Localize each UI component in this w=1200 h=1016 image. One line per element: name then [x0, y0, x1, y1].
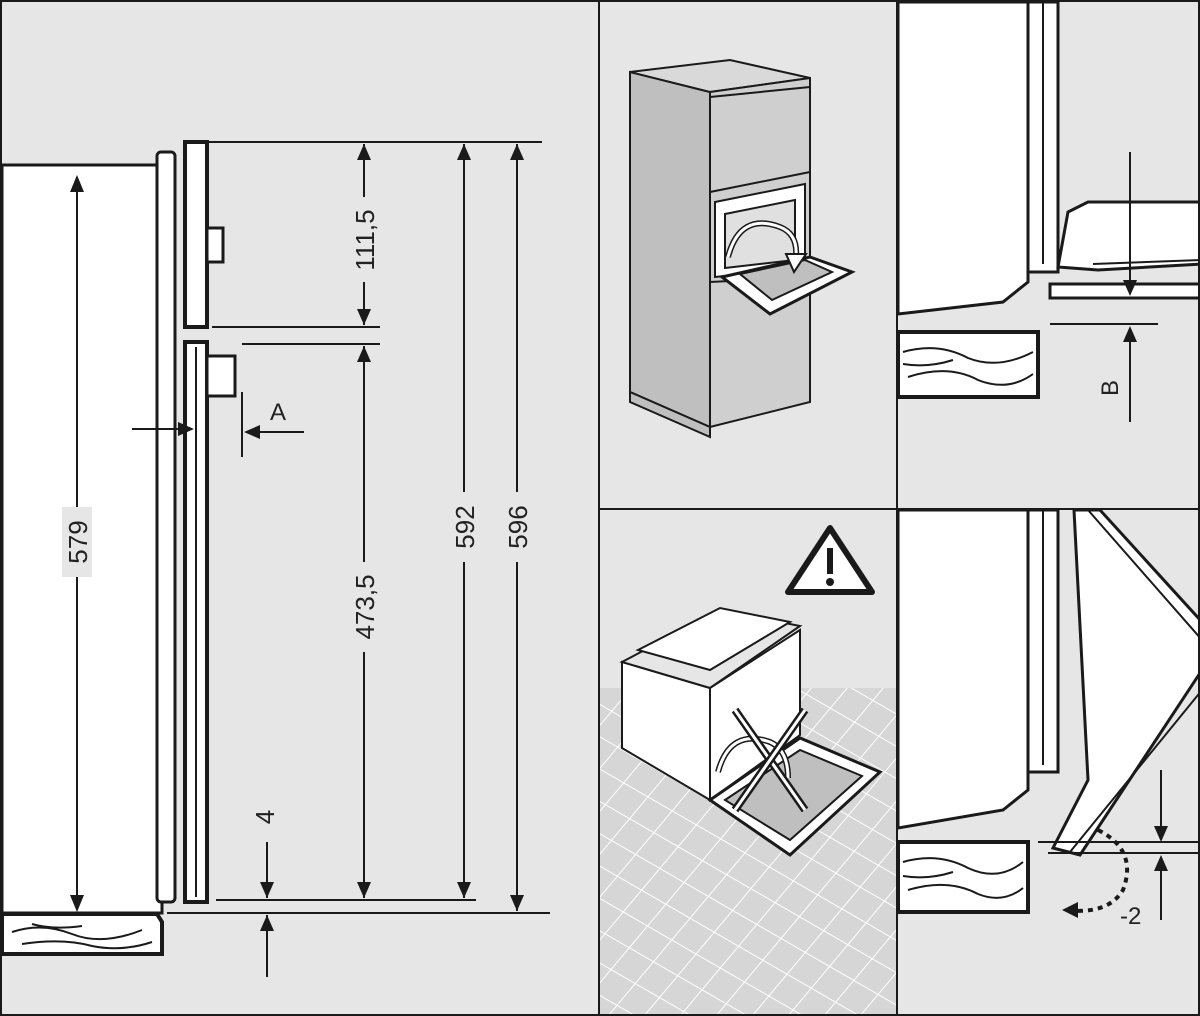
- wood-floor-left: [2, 912, 164, 956]
- tall-cabinet-drawing: [629, 58, 856, 439]
- top-control-panel: [183, 140, 209, 329]
- dim-111-5: 111,5: [350, 209, 380, 270]
- warning-panel: [598, 508, 898, 1016]
- main-dimension-panel: A 579 111,5 473,5 592: [0, 0, 600, 1016]
- gap-detail-top-panel: B: [896, 0, 1200, 510]
- dim-473-5: 473,5: [350, 574, 380, 639]
- gap-detail-bottom-panel: -2: [896, 508, 1200, 1016]
- tall-cabinet-panel: [598, 0, 898, 510]
- label-minus-2: -2: [1120, 903, 1141, 930]
- dim-579: 579: [63, 520, 93, 563]
- oven-front-frame: [155, 150, 177, 904]
- warning-triangle-icon: [785, 525, 875, 595]
- label-b: B: [1097, 380, 1124, 396]
- gap-detail-top-drawing: B: [898, 2, 1198, 422]
- dim-4: 4: [250, 810, 280, 824]
- main-dimension-drawing: A 579 111,5 473,5 592: [2, 140, 550, 977]
- door-handle: [205, 354, 237, 398]
- gap-detail-bottom-drawing: -2: [898, 510, 1198, 930]
- dim-596: 596: [503, 505, 533, 548]
- warning-drawing: [600, 525, 896, 1014]
- label-a: A: [270, 399, 286, 426]
- dim-592: 592: [450, 505, 480, 548]
- top-knob: [205, 226, 225, 264]
